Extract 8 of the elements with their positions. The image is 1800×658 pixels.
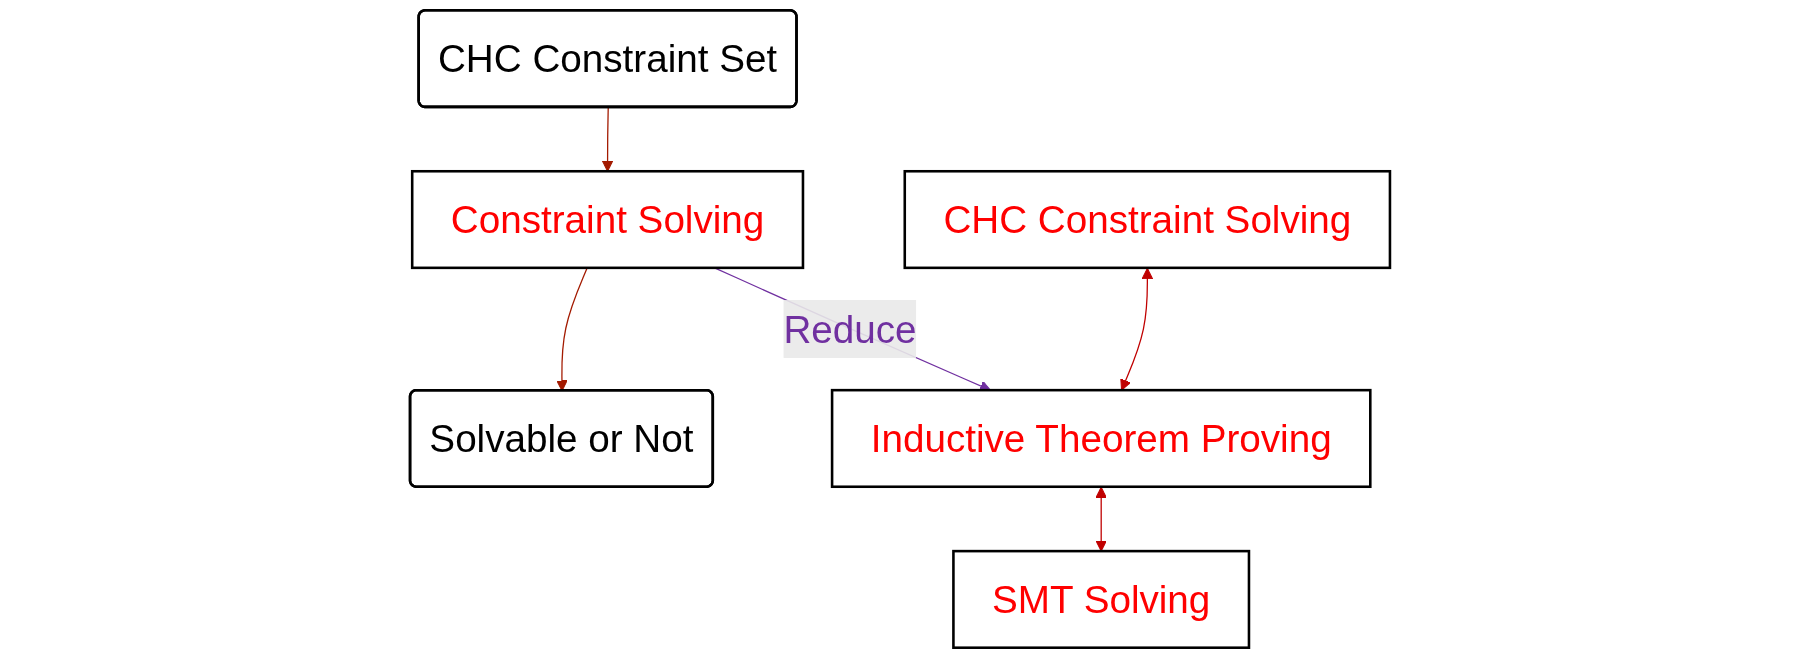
edge-label: Reduce [783,307,917,351]
node-box: Constraint Solving [410,169,805,270]
node-box: CHC Constraint Solving [903,169,1392,270]
arrow [601,106,614,172]
node-box: SMT Solving [952,549,1251,649]
arrow [1095,486,1107,552]
node-box: Inductive Theorem Proving [830,388,1372,489]
arrow [1120,267,1153,391]
